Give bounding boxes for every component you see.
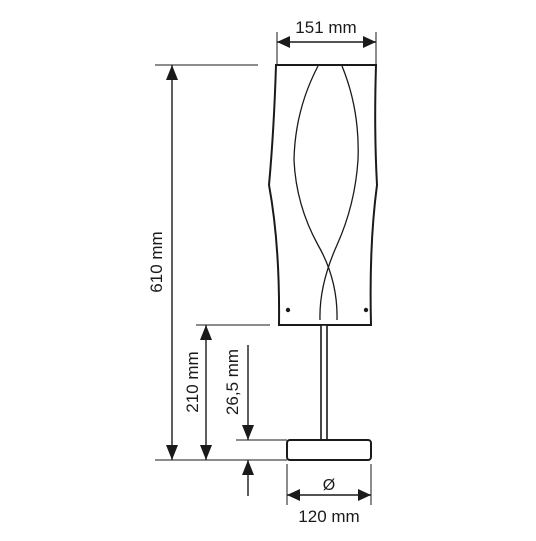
extension-lines bbox=[155, 64, 287, 461]
shade-height-arrow-bottom bbox=[200, 445, 212, 460]
total-height-arrow-top bbox=[166, 65, 178, 80]
shade-wave-right bbox=[319, 65, 359, 321]
base-diameter-dimension: Ø 120 mm bbox=[286, 464, 372, 526]
shade-height-dimension: 210 mm bbox=[183, 325, 212, 460]
shade-height-label: 210 mm bbox=[183, 351, 202, 412]
total-height-label: 610 mm bbox=[147, 231, 166, 292]
shade-screw-right bbox=[363, 307, 369, 313]
base-height-label: 26,5 mm bbox=[223, 349, 242, 415]
lamp-stem bbox=[320, 324, 328, 442]
lamp-shade bbox=[267, 64, 379, 326]
shade-screw-left bbox=[285, 307, 291, 313]
stem-rod bbox=[320, 324, 328, 442]
top-width-dimension: 151 mm bbox=[276, 18, 377, 64]
base-diameter-arrow-left bbox=[287, 489, 300, 501]
shade-wave-left bbox=[293, 65, 338, 321]
base-plate bbox=[286, 439, 372, 461]
total-height-dimension: 610 mm bbox=[147, 65, 178, 460]
base-height-dimension: 26,5 mm bbox=[223, 345, 254, 496]
base-diameter-label: 120 mm bbox=[298, 507, 359, 526]
base-height-arrow-top bbox=[242, 425, 254, 440]
base-height-arrow-bottom bbox=[242, 460, 254, 475]
base-diameter-arrow-right bbox=[358, 489, 371, 501]
total-height-arrow-bottom bbox=[166, 445, 178, 460]
top-width-label: 151 mm bbox=[295, 18, 356, 37]
top-width-arrow-left bbox=[277, 36, 290, 48]
shade-outline bbox=[267, 64, 379, 326]
top-width-arrow-right bbox=[363, 36, 376, 48]
shade-height-arrow-top bbox=[200, 325, 212, 340]
lamp-base bbox=[286, 439, 372, 461]
diameter-symbol: Ø bbox=[323, 477, 335, 494]
